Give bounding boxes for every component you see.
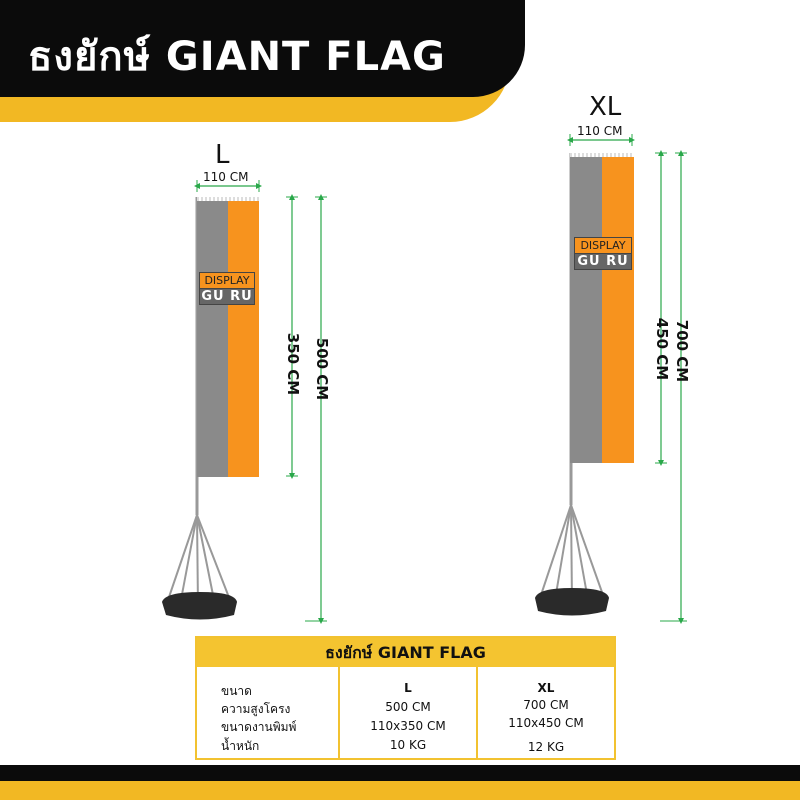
footer-bar: [0, 765, 800, 781]
spec-table: ธงยักษ์ GIANT FLAG ขนาด ความสูงโครง ขนาด…: [195, 636, 616, 760]
xl-display-guru-logo: DISPLAY GU RU: [574, 237, 632, 270]
row-label-frame-height: ความสูงโครง: [221, 702, 291, 716]
xl-weight-value: 12 KG: [527, 740, 565, 754]
row-label-size: ขนาด: [221, 684, 252, 698]
l-frame-height-value: 500 CM: [385, 700, 431, 714]
header-bar: [0, 0, 525, 97]
l-display-guru-logo: DISPLAY GU RU: [199, 272, 255, 305]
row-label-print-size: ขนาดงานพิมพ์: [221, 720, 297, 734]
l-weight-value: 10 KG: [389, 738, 427, 752]
l-print-size-value: 110x350 CM: [370, 719, 446, 733]
row-label-weight: น้ำหนัก: [221, 739, 260, 753]
l-flag-height-label: 350 CM: [284, 332, 303, 396]
xl-width-label: 110 CM: [577, 124, 623, 138]
l-total-height-label: 500 CM: [313, 337, 332, 401]
spec-table-title: ธงยักษ์ GIANT FLAG: [197, 638, 614, 667]
l-width-label: 110 CM: [203, 170, 249, 184]
size-label-xl: XL: [589, 92, 622, 122]
xl-print-size-value: 110x450 CM: [508, 716, 584, 730]
xl-total-height-label: 700 CM: [673, 319, 692, 383]
page-title: ธงยักษ์ GIANT FLAG: [28, 34, 446, 80]
xl-frame-height-value: 700 CM: [523, 698, 569, 712]
size-label-l: L: [215, 140, 230, 170]
xl-flag-banner: [570, 153, 634, 463]
l-flag-banner: [197, 197, 259, 477]
xl-flag-height-label: 450 CM: [653, 317, 672, 381]
col-header-xl: XL: [537, 681, 555, 695]
col-header-l: L: [404, 681, 412, 695]
footer-accent-bar: [0, 781, 800, 800]
